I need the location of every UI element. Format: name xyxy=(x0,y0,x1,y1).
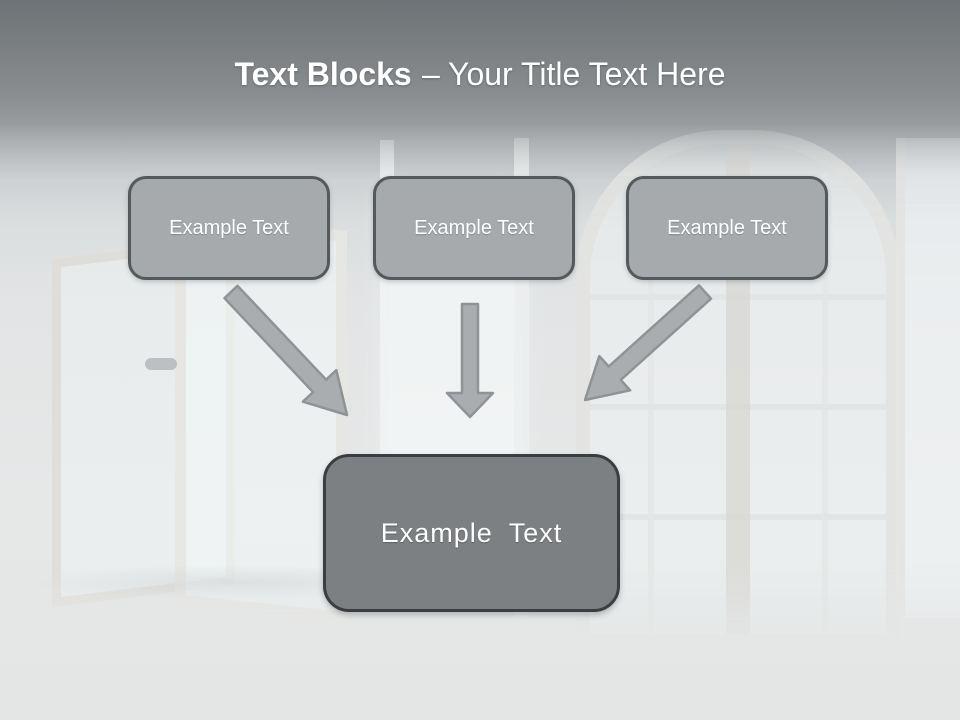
arch-window-mullion xyxy=(822,174,828,634)
window-handle-icon xyxy=(145,358,177,370)
text-block-target[interactable]: Example Text xyxy=(323,454,620,612)
slide-title-emphasis: Text Blocks xyxy=(234,55,412,92)
slide-title[interactable]: Text Blocks – Your Title Text Here xyxy=(0,50,960,98)
slide-title-subtitle: – Your Title Text Here xyxy=(421,55,726,92)
background-window-right-edge xyxy=(896,138,960,618)
text-block-source-1[interactable]: Example Text xyxy=(128,176,330,280)
text-block-label: Example Text xyxy=(380,517,563,548)
text-block-label: Example Text xyxy=(667,216,787,239)
arch-window-mullion xyxy=(648,174,654,634)
text-block-source-2[interactable]: Example Text xyxy=(373,176,575,280)
text-block-source-3[interactable]: Example Text xyxy=(626,176,828,280)
text-block-label: Example Text xyxy=(414,216,534,239)
text-block-label: Example Text xyxy=(169,216,289,239)
